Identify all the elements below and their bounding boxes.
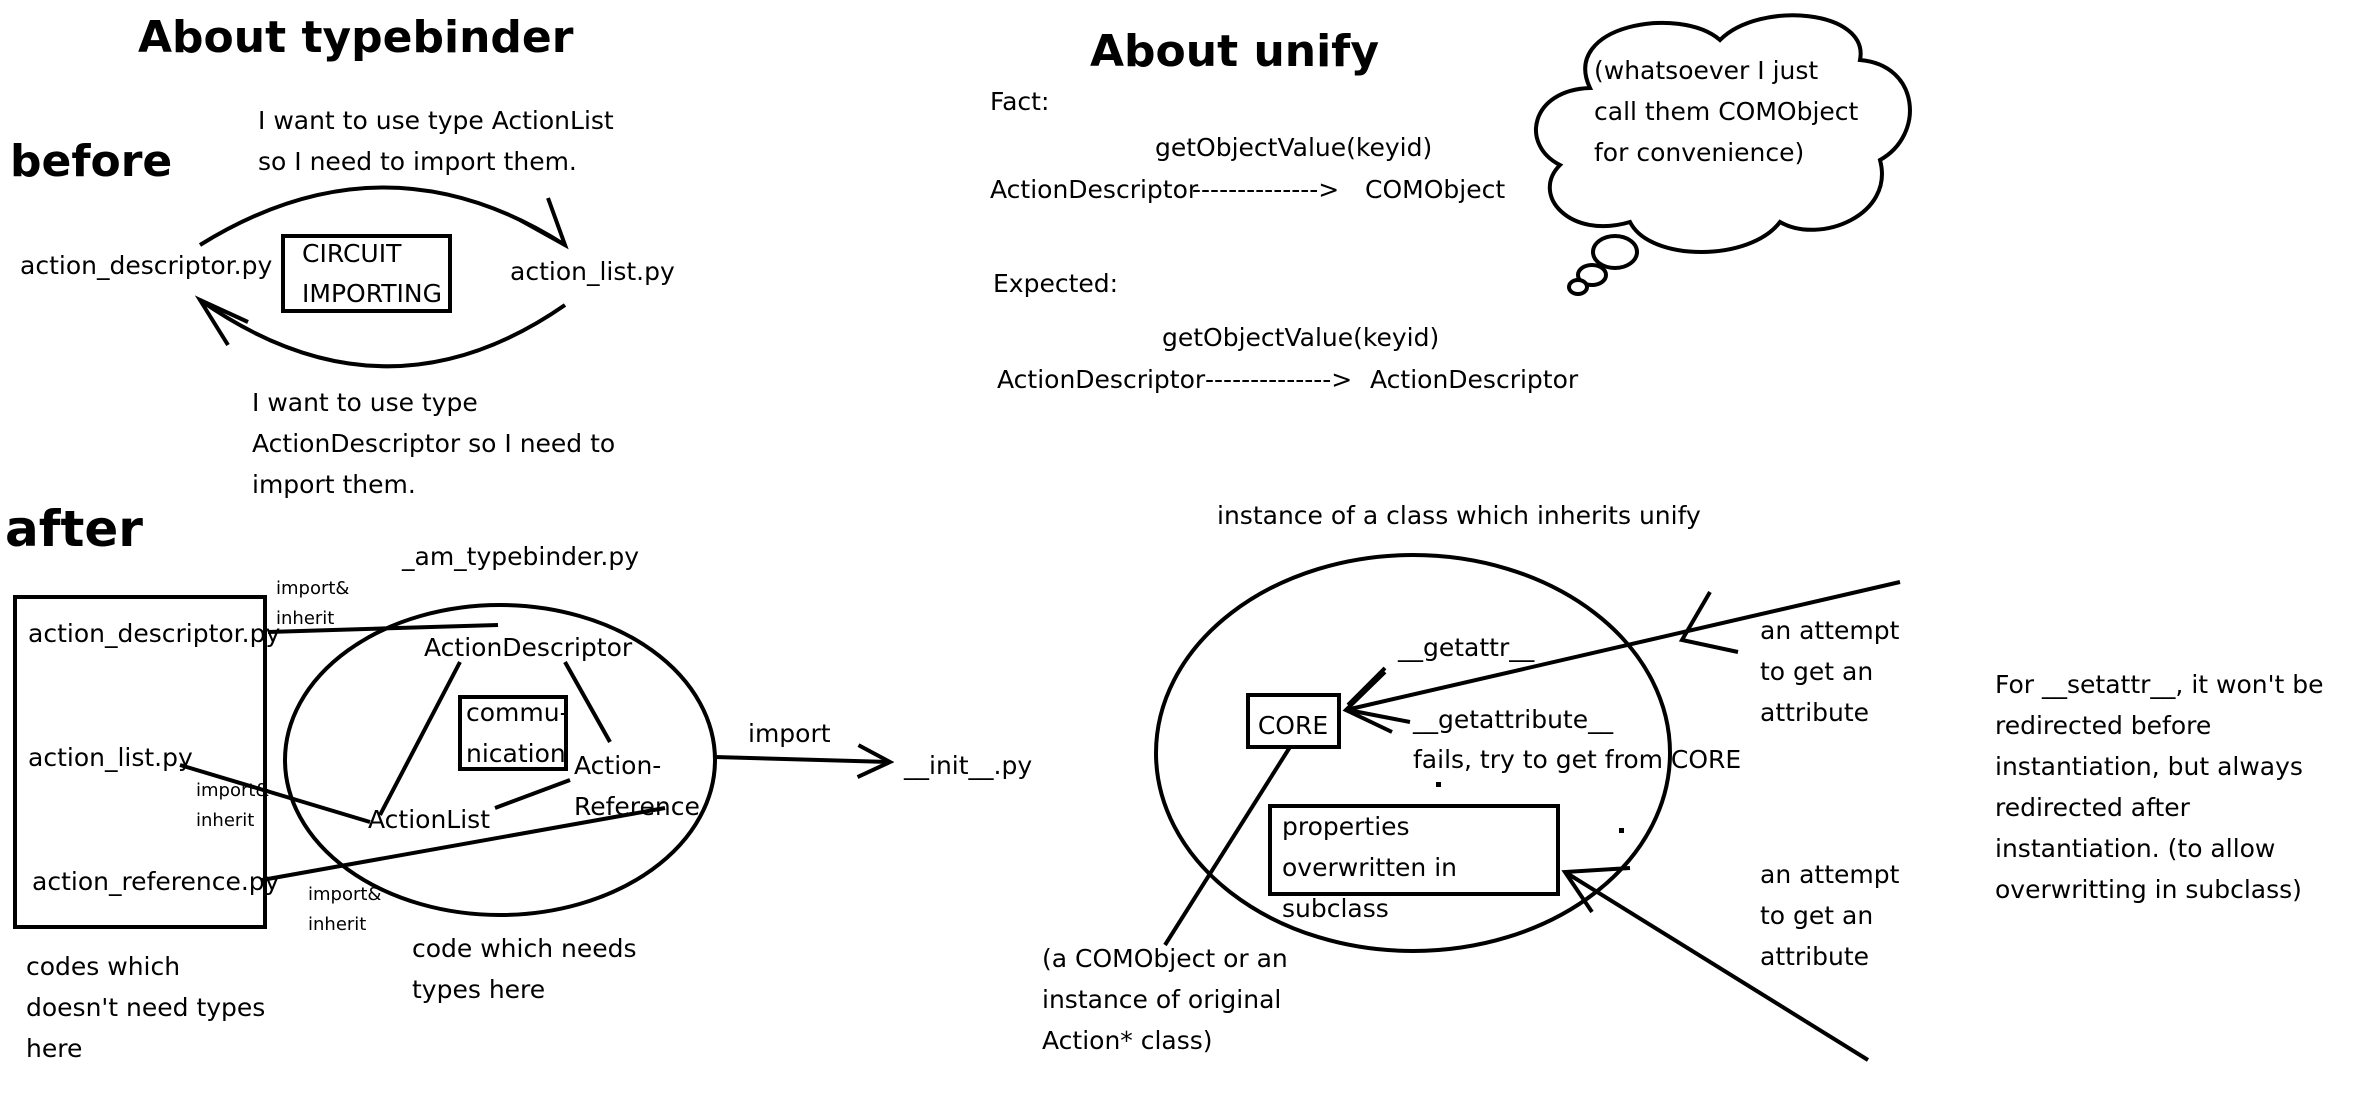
fact-arrow: --------------> bbox=[1192, 175, 1340, 204]
import-arc-top bbox=[198, 185, 567, 247]
communication-label: commu- nication bbox=[466, 698, 569, 768]
typebinder-module-name: _am_typebinder.py bbox=[402, 542, 640, 571]
link-descriptor bbox=[267, 623, 499, 634]
rel-descriptor-reference bbox=[563, 661, 612, 743]
import-inherit-note-1: import& inherit bbox=[276, 578, 350, 629]
after-label: after bbox=[5, 500, 143, 558]
before-right-file: action_list.py bbox=[510, 257, 675, 286]
expected-from: ActionDescriptor bbox=[997, 365, 1206, 394]
files-box bbox=[13, 595, 267, 929]
fact-method: getObjectValue(keyid) bbox=[1155, 133, 1433, 162]
before-bottom-note: I want to use type ActionDescriptor so I… bbox=[252, 388, 616, 499]
import-inherit-note-2: import& inherit bbox=[196, 780, 270, 831]
core-box bbox=[1246, 693, 1341, 749]
fact-to: COMObject bbox=[1365, 175, 1506, 204]
import-arrowhead-left bbox=[194, 295, 249, 347]
core-caption: (a COMObject or an instance of original … bbox=[1042, 944, 1288, 1055]
thought-cloud bbox=[1534, 13, 1912, 296]
import-arrow bbox=[714, 757, 890, 762]
core-caption-line bbox=[1163, 745, 1292, 947]
properties-arrowhead bbox=[1561, 866, 1631, 914]
file-action-reference: action_reference.py bbox=[32, 867, 280, 896]
attempt-note-top: an attempt to get an attribute bbox=[1760, 616, 1900, 727]
typebinder-title: About typebinder bbox=[138, 12, 574, 63]
expected-to: ActionDescriptor bbox=[1370, 365, 1579, 394]
unify-title: About unify bbox=[1090, 26, 1380, 77]
before-left-file: action_descriptor.py bbox=[20, 251, 273, 280]
setattr-note: For __setattr__, it won't be redirected … bbox=[1995, 670, 2324, 904]
typebinder-circle bbox=[283, 603, 717, 917]
circle-caption: code which needs types here bbox=[412, 934, 637, 1004]
link-list bbox=[179, 763, 371, 824]
properties-arrow bbox=[1563, 870, 1870, 1062]
expected-label: Expected: bbox=[993, 269, 1119, 298]
core-label: CORE bbox=[1257, 711, 1329, 740]
properties-box bbox=[1268, 804, 1560, 896]
fact-label: Fact: bbox=[990, 87, 1050, 116]
circuit-importing-label: CIRCUIT IMPORTING bbox=[302, 239, 442, 308]
dot-a bbox=[1436, 782, 1441, 787]
file-action-list: action_list.py bbox=[28, 743, 193, 772]
getattr-tick-a bbox=[1346, 666, 1387, 707]
getattr-arrow bbox=[1345, 580, 1901, 712]
expected-arrow: --------------> bbox=[1205, 365, 1353, 394]
fact-from: ActionDescriptor bbox=[990, 175, 1199, 204]
circuit-importing-box bbox=[281, 234, 452, 313]
getattr-arrowhead bbox=[1342, 670, 1393, 734]
instance-circle bbox=[1154, 553, 1672, 953]
right-arrowhead-top bbox=[1678, 590, 1739, 654]
getattr-label: __getattr__ bbox=[1398, 633, 1535, 662]
file-action-descriptor: action_descriptor.py bbox=[28, 619, 281, 648]
type-action-reference: Action- Reference bbox=[574, 751, 700, 821]
communication-box bbox=[458, 695, 568, 771]
init-file: __init__.py bbox=[904, 751, 1033, 780]
attempt-note-bottom: an attempt to get an attribute bbox=[1760, 860, 1900, 971]
cloud-note: (whatsoever I just call them COMObject f… bbox=[1594, 56, 1859, 167]
link-reference bbox=[261, 806, 666, 882]
fails-label: fails, try to get from CORE bbox=[1413, 745, 1742, 774]
type-action-descriptor: ActionDescriptor bbox=[424, 633, 633, 662]
import-label: import bbox=[748, 719, 831, 748]
dot-b bbox=[1619, 828, 1624, 833]
before-label: before bbox=[10, 136, 173, 187]
type-action-list: ActionList bbox=[368, 805, 490, 834]
rel-descriptor-list bbox=[378, 661, 462, 816]
getattr-tick-b bbox=[1347, 708, 1411, 724]
expected-method: getObjectValue(keyid) bbox=[1162, 323, 1440, 352]
import-arc-bottom bbox=[198, 298, 567, 369]
import-inherit-note-3: import& inherit bbox=[308, 884, 382, 935]
files-caption: codes which doesn't need types here bbox=[26, 952, 266, 1063]
rel-list-reference bbox=[494, 778, 571, 810]
properties-label: properties overwritten in subclass bbox=[1282, 812, 1465, 923]
before-top-note: I want to use type ActionList so I need … bbox=[258, 106, 614, 176]
instance-title: instance of a class which inherits unify bbox=[1217, 501, 1701, 530]
import-arrowhead-right bbox=[519, 197, 569, 250]
getattribute-label: __getattribute__ bbox=[1413, 705, 1614, 734]
